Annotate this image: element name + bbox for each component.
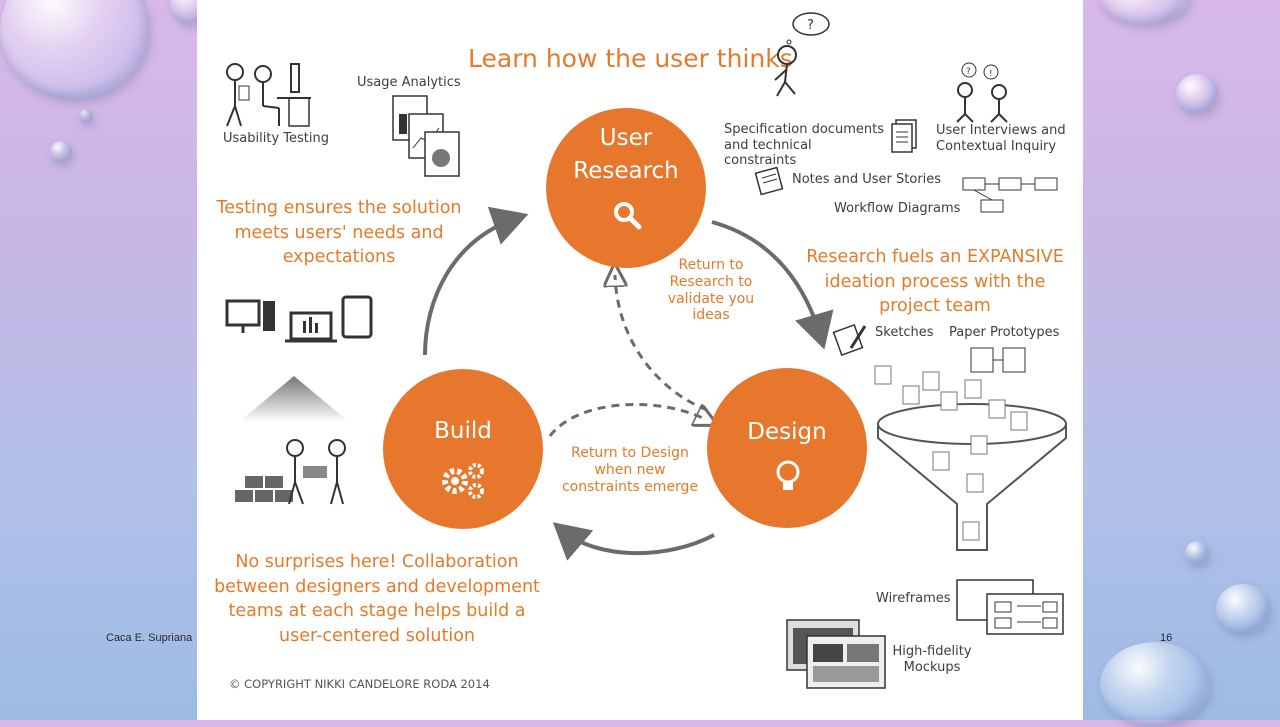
arrow-build-to-research — [423, 206, 529, 356]
label-return-to-research: Return to Research to validate you ideas — [667, 257, 755, 324]
hifi-mockups-icon — [786, 619, 886, 689]
label-usability-testing: Usability Testing — [223, 131, 329, 146]
thinking-person-icon: ? — [774, 12, 830, 97]
headline: Learn how the user thinks — [468, 44, 793, 73]
label-usage-analytics: Usage Analytics — [357, 75, 461, 90]
water-drop — [0, 0, 150, 100]
label-spec-docs: Specification documents and technical co… — [724, 122, 884, 169]
label-return-to-design: Return to Design when new constraints em… — [561, 445, 699, 495]
label-workflow: Workflow Diagrams — [834, 201, 961, 216]
node-design: Design — [707, 368, 867, 528]
notes-icon — [754, 166, 784, 196]
search-icon — [614, 202, 642, 230]
water-drop — [1176, 74, 1218, 114]
node-build-label: Build — [434, 418, 492, 444]
devices-icon — [225, 295, 373, 343]
footer-author: Caca E. Supriana — [106, 632, 193, 644]
label-notes-stories: Notes and User Stories — [792, 172, 942, 187]
node-build: Build — [383, 369, 543, 529]
water-drop — [1100, 0, 1190, 25]
svg-text:!: ! — [989, 69, 993, 79]
builders-icon — [235, 439, 346, 505]
page-number: 16 — [1160, 632, 1173, 644]
dashed-return-to-design — [548, 402, 707, 437]
usability-testing-icon — [226, 63, 311, 127]
node-user-research-label: User Research — [573, 125, 679, 185]
svg-text:?: ? — [807, 18, 814, 33]
callout-no-surprises: No surprises here! Collaboration between… — [214, 552, 540, 646]
node-design-label: Design — [747, 419, 827, 445]
water-drop — [1100, 642, 1210, 727]
diagram-panel: Learn how the user thinks ? User Researc… — [197, 0, 1083, 720]
water-drop — [50, 141, 72, 163]
arrow-research-to-design — [711, 220, 834, 350]
gears-icon — [442, 463, 484, 499]
label-user-interviews: User Interviews and Contextual Inquiry — [936, 123, 1066, 154]
label-hifi-mockups: High-fidelity Mockups — [892, 644, 972, 675]
label-wireframes: Wireframes — [876, 591, 951, 606]
sketch-icon — [832, 324, 867, 356]
arrow-design-to-build — [552, 522, 715, 561]
water-drop — [79, 109, 93, 123]
callout-research-fuels: Research fuels an EXPANSIVE ideation pro… — [806, 247, 1064, 316]
dashed-return-to-research — [615, 275, 708, 412]
label-sketches: Sketches — [875, 325, 934, 340]
workflow-diagram-icon — [962, 177, 1058, 213]
analytics-documents-icon — [392, 95, 460, 177]
wireframes-icon — [956, 579, 1064, 635]
paper-prototype-icon — [970, 347, 1026, 373]
water-drop — [1216, 584, 1270, 634]
lightbulb-icon — [776, 460, 800, 490]
callout-testing: Testing ensures the solution meets users… — [216, 198, 462, 267]
user-interview-icon: ? ! — [956, 62, 1008, 123]
cycle-arrows — [423, 206, 834, 561]
copyright: © COPYRIGHT NIKKI CANDELORE RODA 2014 — [229, 677, 490, 691]
svg-text:?: ? — [966, 67, 971, 77]
build-up-arrow — [239, 376, 349, 422]
node-user-research: User Research — [546, 108, 706, 268]
water-drop — [1185, 541, 1209, 565]
ideation-funnel — [874, 365, 1067, 551]
document-icon — [891, 119, 917, 153]
label-paper-prototypes: Paper Prototypes — [949, 325, 1060, 340]
